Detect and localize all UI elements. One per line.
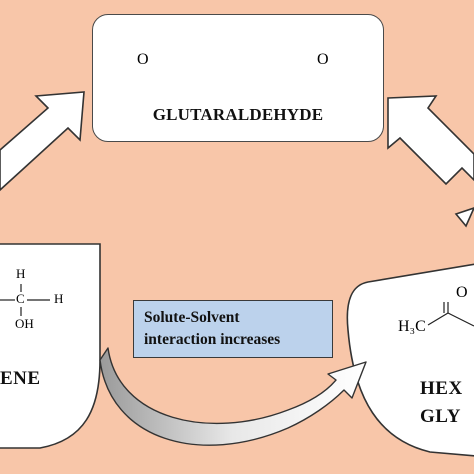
left-molecule-panel [0, 243, 101, 449]
right-double-arrow [387, 95, 474, 228]
curved-arrow [99, 347, 367, 446]
glutaraldehyde-box: O O GLUTARALDEHYDE [92, 14, 384, 142]
left-up-arrow [0, 91, 85, 192]
right-group-h3c: H₃C [398, 318, 426, 335]
glutaraldehyde-title: GLUTARALDEHYDE [152, 105, 324, 124]
solute-solvent-box: Solute-Solvent interaction increases [133, 300, 333, 358]
right-atom-o: O [456, 284, 468, 301]
solute-box-line2: interaction increases [144, 331, 281, 348]
left-atom-h-top: H [16, 266, 26, 281]
left-molecule-label: ENE [0, 368, 41, 389]
solute-box-line1: Solute-Solvent [144, 309, 240, 326]
left-molecule-bonds [0, 284, 50, 316]
right-molecule-bonds [427, 302, 474, 327]
left-atom-oh: OH [15, 316, 34, 331]
left-atom-h-right: H [54, 291, 64, 306]
right-molecule-label-line2: GLY [420, 406, 461, 427]
glutaraldehyde-atom-o-left: O [137, 51, 149, 68]
right-molecule-panel [346, 263, 474, 457]
glutaraldehyde-atom-o-right: O [317, 51, 329, 68]
right-molecule-label-line1: HEX [420, 378, 463, 399]
left-atom-c: C [16, 291, 25, 306]
